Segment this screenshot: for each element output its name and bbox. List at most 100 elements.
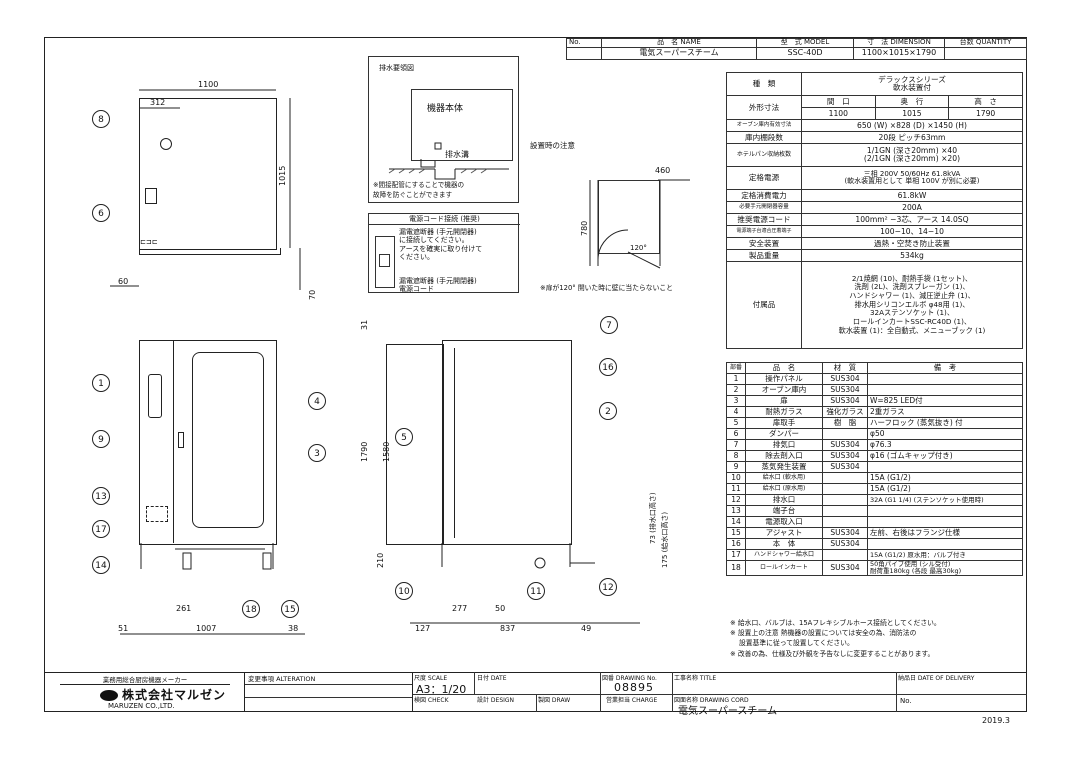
company-name: 株式会社マルゼン xyxy=(122,688,227,702)
acc-line: 排水用シリコンエルボ φ48用 (1)、 xyxy=(854,299,970,309)
product-name: 電気スーパースチーム xyxy=(601,47,757,60)
part-name: 操作パネル xyxy=(745,373,823,385)
part-note: 左前、右後はフランジ仕様 xyxy=(867,527,1023,539)
col-name: 品 名 NAME xyxy=(601,38,757,48)
part-no: 2 xyxy=(726,384,746,396)
acc-line: 軟水装置 (1)：全自動式、メニューブック (1) xyxy=(838,325,986,335)
callout-6: 6 xyxy=(92,204,110,222)
date-label: 日付 DATE xyxy=(477,675,507,682)
dim-210: 210 xyxy=(376,552,385,568)
parts-col: 品 名 xyxy=(745,362,823,374)
part-material: SUS304 xyxy=(822,384,868,396)
drain-body-label: 機器本体 xyxy=(427,104,464,114)
alteration-label: 変更事項 ALTERATION xyxy=(248,675,316,683)
terminal-block xyxy=(146,506,168,522)
spec-size-label: 外形寸法 xyxy=(726,95,802,120)
part-no: 17 xyxy=(726,549,746,561)
alteration-line xyxy=(245,684,412,685)
part-name: オーブン庫内 xyxy=(745,384,823,396)
col-dimension: 寸 法 DIMENSION xyxy=(853,38,945,48)
part-no: 16 xyxy=(726,538,746,550)
part-no: 8 xyxy=(726,450,746,462)
part-material xyxy=(822,516,868,528)
part-name: 排気口 xyxy=(745,439,823,451)
dim-top-depth: 1015 xyxy=(278,165,287,186)
charge-label: 営業担当 CHARGE xyxy=(606,697,658,704)
spec-row-label: ホテルパン収納枚数 xyxy=(726,143,802,167)
part-note: 15A (G1/2) xyxy=(867,483,1023,495)
part-material: SUS304 xyxy=(822,395,868,407)
cord-breaker-label: 漏電遮断器 (手元開閉器) xyxy=(399,277,477,285)
part-material: SUS304 xyxy=(822,560,868,576)
side-base xyxy=(410,543,640,624)
spec-row-label: 製品重量 xyxy=(726,249,802,262)
top-view-base xyxy=(139,248,281,255)
drain-diagram: 排水要領図 機器本体 排水溝 ※間接配管にすることで機器の 故障を防ぐことができ… xyxy=(368,56,519,203)
callout-5: 5 xyxy=(395,428,413,446)
part-material: SUS304 xyxy=(822,461,868,473)
dim-31: 31 xyxy=(360,319,369,330)
callout-9: 9 xyxy=(92,430,110,448)
dim-front-261: 261 xyxy=(176,604,192,613)
spec-row-value: 三相 200V 50/60Hz 61.8kVA (軟水装置用として 単相 100… xyxy=(801,166,1023,190)
part-material: SUS304 xyxy=(822,450,868,462)
part-no: 1 xyxy=(726,373,746,385)
side-view-cart xyxy=(386,344,444,545)
callout-18: 18 xyxy=(242,600,260,618)
cord-cable-label: 電源コード xyxy=(399,285,434,293)
drain-title: 排水要領図 xyxy=(379,64,414,72)
spec-size-val: 1100 xyxy=(801,107,876,120)
part-name: 扉取手 xyxy=(745,417,823,429)
drain-unit-body xyxy=(411,89,513,161)
part-material xyxy=(822,549,868,561)
dim-277: 277 xyxy=(452,604,468,613)
company-en: MARUZEN CO.,LTD. xyxy=(108,702,175,710)
callout-16: 16 xyxy=(599,358,617,376)
parts-col: 材 質 xyxy=(822,362,868,374)
front-glass xyxy=(192,352,264,528)
top-connectors: ⊏⊐⊏ xyxy=(140,238,158,246)
spec-row-value: 200A xyxy=(801,201,1023,214)
spec-row-value: 534kg xyxy=(801,249,1023,262)
part-note xyxy=(867,373,1023,385)
part-no: 14 xyxy=(726,516,746,528)
product-dimension: 1100×1015×1790 xyxy=(853,47,945,60)
part-name: 給水口 (軟水用) xyxy=(745,472,823,484)
note-line: ※ 設置上の注意 熱機器の設置については安全の為、消防法の xyxy=(730,629,917,638)
dim-top-312: 312 xyxy=(150,98,166,107)
dim-49: 49 xyxy=(581,624,592,633)
part-note: φ76.3 xyxy=(867,439,1023,451)
spec-row-value: 20段 ピッチ63mm xyxy=(801,131,1023,144)
install-dim-780: 780 xyxy=(580,220,589,236)
delivery-label: 納品日 DATE OF DELIVERY xyxy=(898,675,975,682)
product-model: SSC-40D xyxy=(756,47,854,60)
part-name: 端子台 xyxy=(745,505,823,517)
part-no: 6 xyxy=(726,428,746,440)
part-note xyxy=(867,538,1023,550)
part-name: ハンドシャワー給水口 xyxy=(745,549,823,561)
dim-127: 127 xyxy=(415,624,431,633)
dim-height-1790: 1790 xyxy=(360,441,369,462)
spec-type-value: デラックスシリーズ軟水装置付 xyxy=(801,72,1023,96)
part-name: 本 体 xyxy=(745,538,823,550)
spec-type-value-2: 軟水装置付 xyxy=(893,83,931,92)
dim-50: 50 xyxy=(495,604,506,613)
part-name: アジャスト xyxy=(745,527,823,539)
part-name: 蒸気発生装置 xyxy=(745,461,823,473)
title-label: 工事名称 TITLE xyxy=(674,675,717,682)
callout-12: 12 xyxy=(599,578,617,596)
title-mid-line xyxy=(413,694,1027,695)
drawing-cord-label: 図面名称 DRAWING CORD xyxy=(674,697,749,704)
dim-front-38: 38 xyxy=(288,624,299,633)
spec-row-value: 650 (W) ×828 (D) ×1450 (H) xyxy=(801,119,1023,132)
part-material: SUS304 xyxy=(822,527,868,539)
